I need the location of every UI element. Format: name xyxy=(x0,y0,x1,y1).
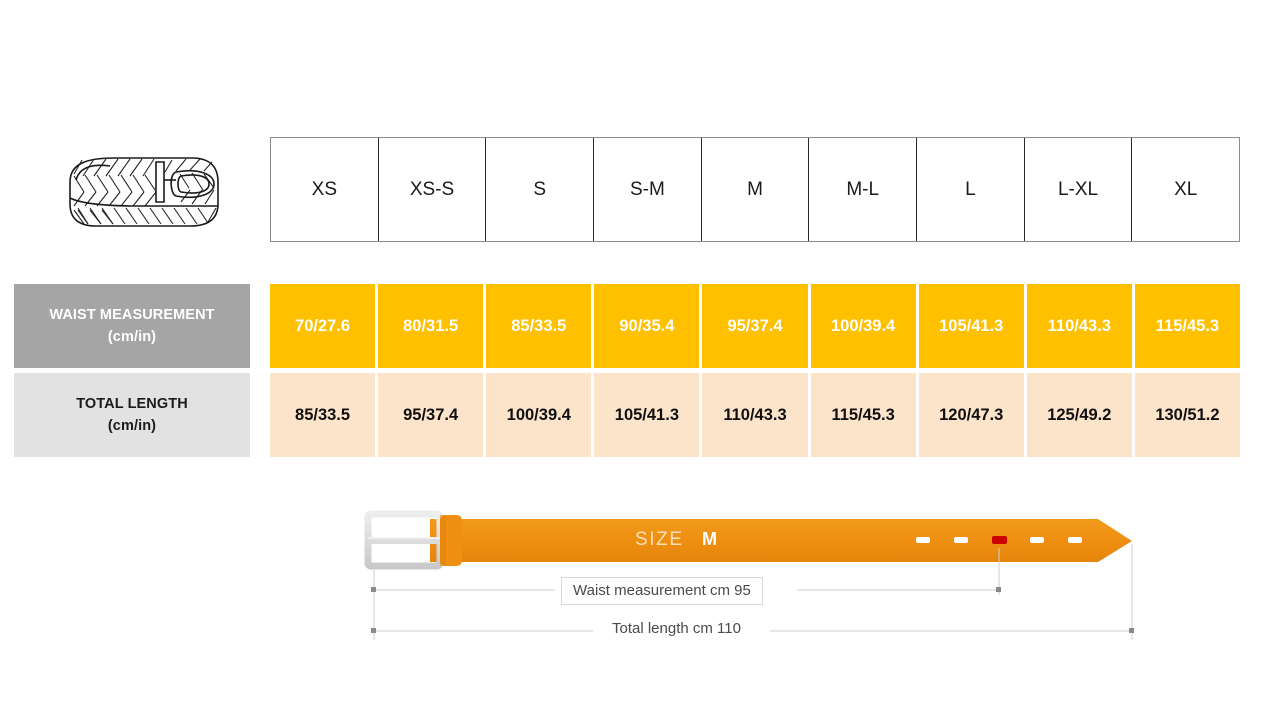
waist-value-cell: 85/33.5 xyxy=(486,284,592,368)
waist-value-cells: 70/27.6 80/31.5 85/33.5 90/35.4 95/37.4 … xyxy=(270,284,1240,368)
row-spacer xyxy=(250,284,270,368)
size-header-cell: S xyxy=(485,138,593,241)
total-length-value-cell: 115/45.3 xyxy=(810,373,916,457)
waist-value-cell: 70/27.6 xyxy=(270,284,376,368)
size-header-cell: L-XL xyxy=(1023,138,1132,241)
total-length-label-line2: (cm/in) xyxy=(107,418,157,434)
belt-keeper-loop xyxy=(440,515,462,566)
size-header-cell: XS xyxy=(311,178,338,200)
total-length-value-cell: 125/49.2 xyxy=(1026,373,1132,457)
waist-label-line2: (cm/in) xyxy=(107,329,157,345)
size-header-table: XS XS-S S S-M M M-L L L-XL XL xyxy=(270,137,1240,242)
size-header-cell: S-M xyxy=(593,138,701,241)
total-length-value-cell: 130/51.2 xyxy=(1134,373,1240,457)
waist-value-cell: 80/31.5 xyxy=(378,284,484,368)
highlighted-belt-hole xyxy=(992,536,1007,544)
total-length-value-cells: 85/33.5 95/37.4 100/39.4 105/41.3 110/43… xyxy=(270,373,1240,457)
waist-value-cell: 115/45.3 xyxy=(1134,284,1240,368)
total-length-value-cell: 105/41.3 xyxy=(594,373,700,457)
waist-value-cell: 105/41.3 xyxy=(918,284,1024,368)
total-length-label-line1: TOTAL LENGTH xyxy=(76,395,188,412)
total-length-value-cell: 110/43.3 xyxy=(702,373,808,457)
total-length-value-cell: 100/39.4 xyxy=(486,373,592,457)
size-header-cell: M xyxy=(700,138,809,241)
size-header-cell: L xyxy=(916,138,1024,241)
waist-measurement-label: WAIST MEASUREMENT (cm/in) xyxy=(14,284,250,368)
waist-dimension-line xyxy=(371,587,1001,592)
waist-value-cell: 90/35.4 xyxy=(594,284,700,368)
row-spacer xyxy=(250,373,270,457)
belt-strap xyxy=(430,519,1132,562)
total-length-value-cell: 85/33.5 xyxy=(270,373,376,457)
waist-value-cell: 110/43.3 xyxy=(1026,284,1132,368)
waist-dimension-label: Waist measurement cm 95 xyxy=(561,577,763,605)
belt-measurement-diagram: SIZE M Waist measurement cm 95 Total len… xyxy=(350,500,1170,660)
total-length-row: TOTAL LENGTH (cm/in) 85/33.5 95/37.4 100… xyxy=(14,373,1240,457)
total-length-dimension-label: Total length cm 110 xyxy=(598,618,755,639)
size-header-cell: XS-S xyxy=(377,138,486,241)
size-header-cell: XL xyxy=(1131,138,1239,241)
woven-belt-illustration-icon xyxy=(52,140,232,240)
waist-measurement-row: WAIST MEASUREMENT (cm/in) 70/27.6 80/31.… xyxy=(14,284,1240,368)
belt-holes xyxy=(916,536,1082,544)
total-length-dimension-line xyxy=(371,628,1134,633)
waist-value-cell: 95/37.4 xyxy=(702,284,808,368)
size-header-cell: M-L xyxy=(808,138,916,241)
total-length-label: TOTAL LENGTH (cm/in) xyxy=(14,373,250,457)
total-length-value-cell: 95/37.4 xyxy=(378,373,484,457)
total-length-value-cell: 120/47.3 xyxy=(918,373,1024,457)
waist-label-line1: WAIST MEASUREMENT xyxy=(49,306,215,323)
waist-value-cell: 100/39.4 xyxy=(810,284,916,368)
